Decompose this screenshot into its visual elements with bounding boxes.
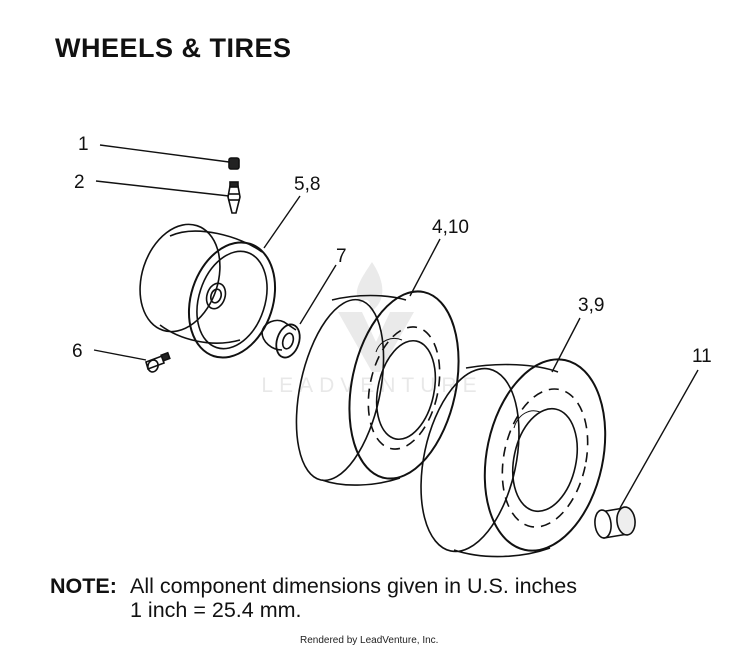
hub-cap-part	[594, 506, 636, 539]
valve-cap-part	[228, 157, 240, 170]
credit-text: Rendered by LeadVenture, Inc.	[300, 635, 439, 646]
leader-lines	[93, 144, 699, 509]
note-line-2: 1 inch = 25.4 mm.	[130, 598, 302, 622]
valve-stem-part	[227, 181, 241, 214]
note-line-1: All component dimensions given in U.S. i…	[130, 574, 577, 598]
callout-11: 11	[692, 346, 712, 367]
callout-7: 7	[336, 246, 347, 267]
rim-part	[139, 223, 277, 359]
callout-5-8: 5,8	[294, 174, 320, 195]
bolt-part	[145, 351, 171, 373]
callout-4-10: 4,10	[432, 217, 469, 238]
callout-1: 1	[78, 134, 89, 155]
callout-2: 2	[74, 172, 85, 193]
rear-tire-part	[420, 358, 607, 558]
page-title: WHEELS & TIRES	[55, 33, 292, 63]
callout-6: 6	[72, 341, 83, 362]
watermark-text: LEADVENTURE	[261, 374, 482, 397]
bushing-part	[261, 319, 301, 359]
watermark-flame-icon	[356, 262, 383, 312]
note-block: NOTE: All component dimensions given in U…	[50, 574, 577, 622]
watermark-v-icon	[338, 312, 414, 372]
callout-3-9: 3,9	[578, 295, 604, 316]
watermark: LEADVENTURE	[261, 262, 482, 397]
note-head: NOTE:	[50, 574, 117, 598]
front-tire-part	[295, 290, 460, 486]
